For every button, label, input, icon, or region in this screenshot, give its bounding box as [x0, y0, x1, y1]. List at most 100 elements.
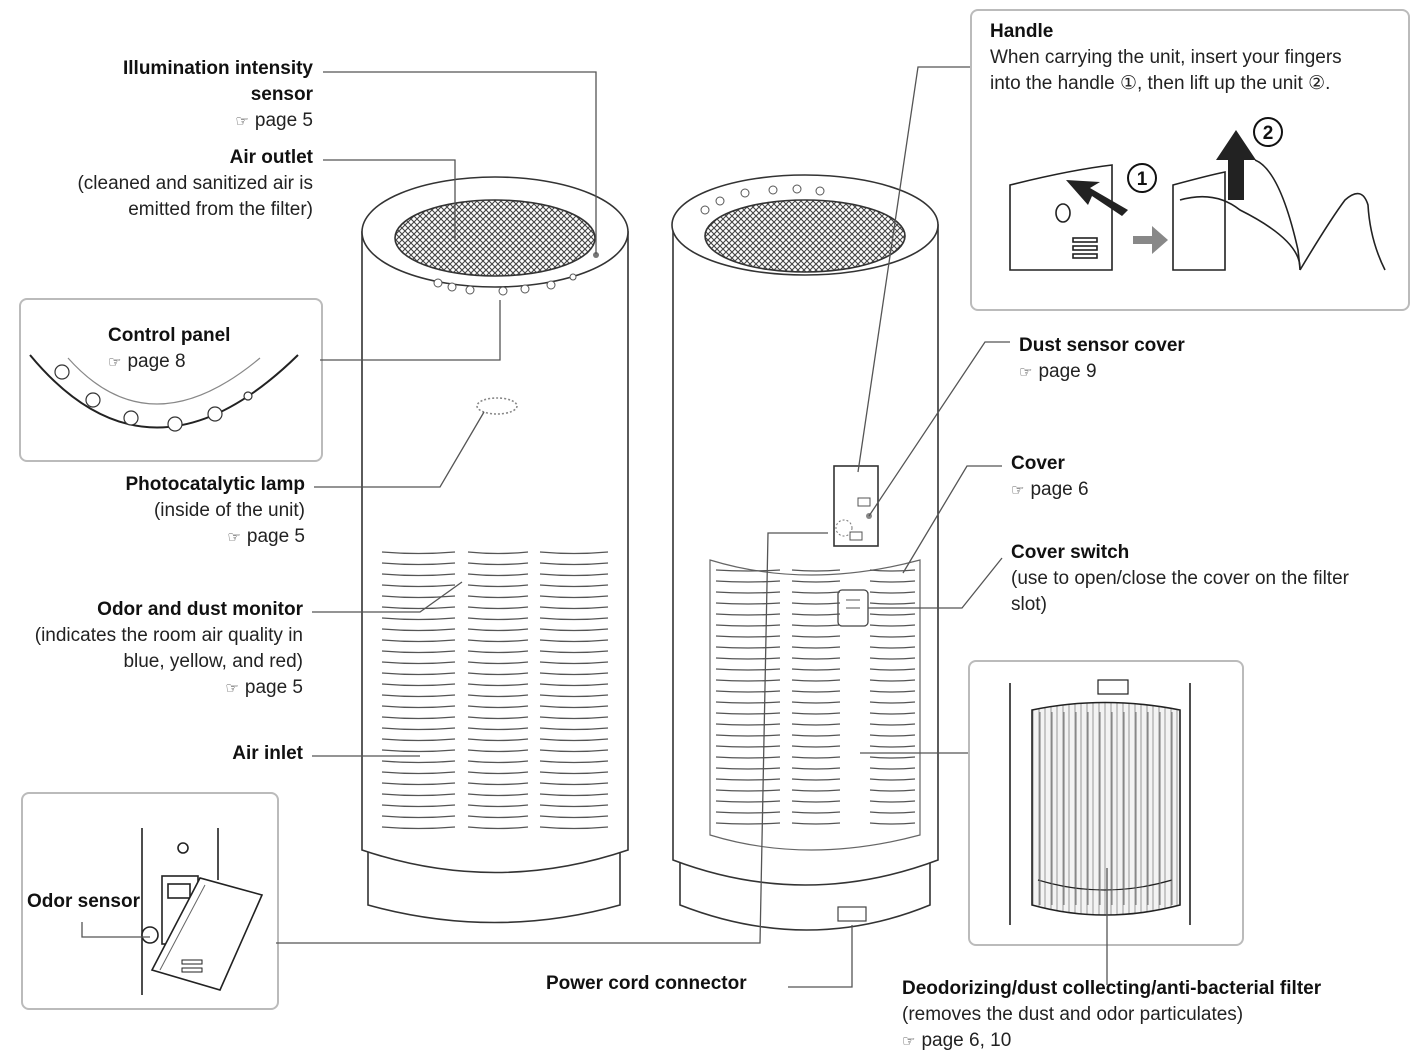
grille-slot — [381, 705, 456, 709]
grille-slot — [381, 683, 456, 687]
illumination-sensor-label: Illumination intensity sensor ☞page 5 — [123, 56, 313, 135]
grille-slot — [791, 668, 841, 671]
filter-desc: (removes the dust and odor particulates) — [902, 1004, 1244, 1025]
grille-slot — [869, 712, 916, 715]
air-inlet-label: Air inlet — [232, 741, 303, 767]
grille-slot — [467, 639, 529, 643]
grille-slot — [467, 650, 529, 654]
leader-lines — [81, 66, 1108, 988]
filter-page-ref[interactable]: ☞page 6, 10 — [902, 1028, 1321, 1055]
grille-slot — [539, 793, 609, 797]
pointing-hand-icon: ☞ — [227, 529, 241, 546]
grille-slot — [715, 569, 781, 572]
control-panel-inset — [19, 298, 323, 462]
grille-slot — [869, 745, 916, 748]
odor-dust-monitor-page-ref[interactable]: ☞ page 5 — [35, 675, 303, 702]
illumination-page-ref[interactable]: ☞ page 5 — [123, 108, 313, 135]
grille-slot — [381, 826, 456, 830]
illumination-title-line1: Illumination intensity — [122, 58, 313, 79]
grille-slot — [791, 822, 841, 825]
grille-slot — [539, 815, 609, 819]
step-1-number: 1 — [1137, 169, 1148, 190]
grille-slot — [791, 789, 841, 792]
grille-slot — [869, 690, 916, 693]
grille-slot — [467, 793, 529, 797]
grille-slot — [467, 705, 529, 709]
control-panel-page-ref[interactable]: ☞page 8 — [108, 349, 230, 376]
grille-slot — [539, 628, 609, 632]
air-outlet-title: Air outlet — [229, 147, 313, 168]
illumination-ref-text: page 5 — [254, 110, 313, 131]
grille-slot — [715, 778, 781, 781]
grille-slot — [869, 635, 916, 638]
dust-sensor-cover-page-ref[interactable]: ☞ page 9 — [1019, 359, 1185, 386]
grille-slot — [381, 573, 456, 577]
grille-slot — [791, 756, 841, 759]
grille-slot — [791, 701, 841, 704]
grille-slot — [791, 778, 841, 781]
grille-slot — [467, 716, 529, 720]
grille-slot — [467, 661, 529, 665]
grille-slot — [381, 606, 456, 610]
grille-slot — [467, 749, 529, 753]
grille-slot — [467, 771, 529, 775]
handle-arrows — [1066, 130, 1256, 254]
grille-slot — [467, 562, 529, 566]
cover-page-ref[interactable]: ☞page 6 — [1011, 477, 1089, 504]
grille-slot — [539, 749, 609, 753]
cover-switch-label: Cover switch (use to open/close the cove… — [1011, 540, 1349, 618]
grille-slot — [539, 738, 609, 742]
grille-slot — [869, 580, 916, 583]
grille-slot — [381, 562, 456, 566]
pointing-hand-icon: ☞ — [225, 680, 239, 697]
grille-slot — [539, 617, 609, 621]
grille-slot — [869, 591, 916, 594]
grille-slot — [381, 738, 456, 742]
photocatalytic-page-ref[interactable]: ☞page 5 — [126, 524, 305, 551]
grille-slot — [715, 690, 781, 693]
odor-dust-monitor-ref-text: page 5 — [244, 677, 303, 698]
cover-switch-title: Cover switch — [1011, 542, 1130, 563]
grille-slot — [539, 694, 609, 698]
pointing-hand-icon: ☞ — [235, 113, 249, 130]
grille-slot — [869, 811, 916, 814]
pointing-hand-icon: ☞ — [1019, 364, 1033, 381]
grille-slot — [791, 723, 841, 726]
cover-ref-text: page 6 — [1030, 479, 1089, 500]
grille-slot — [869, 657, 916, 660]
grille-slot — [869, 679, 916, 682]
grille-slot — [715, 668, 781, 671]
grille-slot — [539, 551, 609, 555]
handle-drawing — [1009, 159, 1386, 271]
grille-slot — [381, 639, 456, 643]
grille-slot — [467, 760, 529, 764]
grille-slot — [381, 551, 456, 555]
dust-sensor-cover-label: Dust sensor cover ☞ page 9 — [1019, 333, 1185, 386]
grille-slot — [715, 613, 781, 616]
grille-slot — [539, 705, 609, 709]
air-outlet-desc-line1: (cleaned and sanitized air is — [77, 173, 313, 194]
grille-slot — [539, 672, 609, 676]
grille-slot — [539, 716, 609, 720]
grille-slot — [791, 811, 841, 814]
grille-slot — [539, 562, 609, 566]
photocatalytic-title: Photocatalytic lamp — [125, 474, 306, 495]
grille-slot — [715, 701, 781, 704]
grille-slot — [539, 760, 609, 764]
grille-slot — [715, 789, 781, 792]
grille-slot — [869, 701, 916, 704]
grille-slot — [539, 683, 609, 687]
grille-slot — [869, 822, 916, 825]
grille-slot — [869, 602, 916, 605]
grille-slot — [381, 595, 456, 599]
grille-slot — [715, 723, 781, 726]
front-unit — [361, 176, 629, 924]
grille-slot — [381, 793, 456, 797]
grille-slot — [791, 712, 841, 715]
power-cord-title: Power cord connector — [546, 973, 747, 994]
dust-sensor-cover-ref-text: page 9 — [1038, 361, 1097, 382]
dust-sensor-cover-title: Dust sensor cover — [1019, 335, 1185, 356]
grille-slot — [467, 694, 529, 698]
control-panel-title: Control panel — [108, 325, 231, 346]
air-inlet-title: Air inlet — [232, 743, 303, 764]
